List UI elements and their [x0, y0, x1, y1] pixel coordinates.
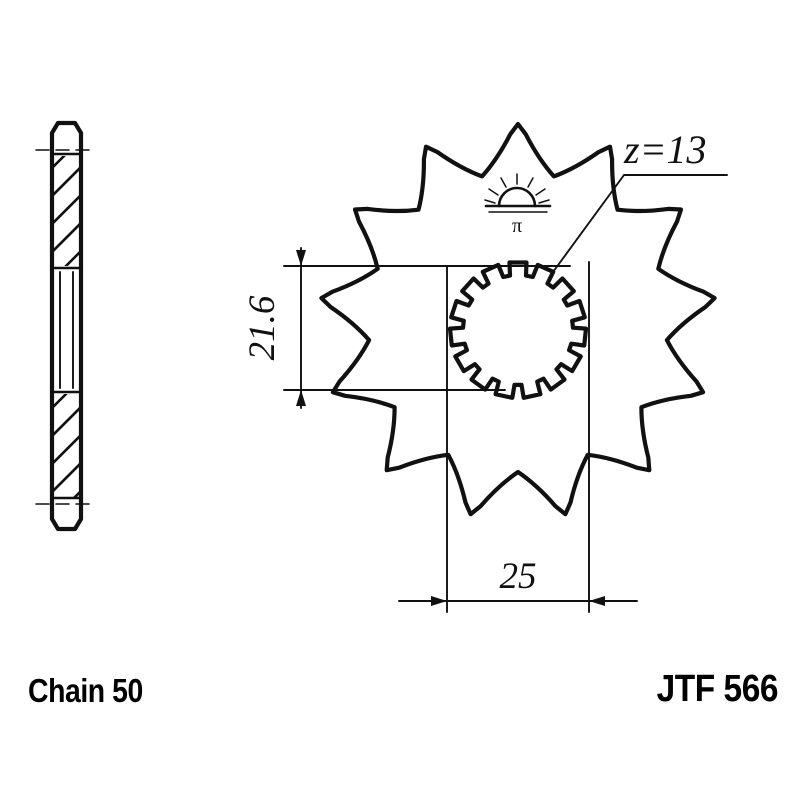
section-outline: [49, 120, 84, 532]
sprocket-front-view: [319, 121, 717, 517]
dimension-25-text: 25: [500, 556, 537, 597]
arrowhead-up: [296, 250, 306, 266]
dimension-21-6: 21.6: [242, 247, 571, 409]
part-number-label: JTF 566: [656, 668, 779, 710]
sprocket-outline: [319, 121, 717, 517]
surface-symbol-glyph: π: [512, 215, 522, 237]
dimension-25: 25: [398, 261, 638, 613]
tooth-count-annotation: z=13: [552, 127, 728, 273]
section-hatch-upper: [52, 156, 81, 266]
arrowhead-down: [296, 390, 306, 406]
dimension-21-6-text: 21.6: [242, 295, 283, 360]
arrowhead-left: [589, 596, 605, 606]
side-section-view: [35, 120, 97, 532]
section-hatch-lower: [52, 394, 81, 498]
chain-size-label: Chain 50: [28, 672, 143, 709]
tooth-count-text: z=13: [623, 127, 707, 172]
sunburst-dome: [497, 186, 537, 208]
spline-bore-outline: [447, 260, 589, 400]
surface-finish-symbol: π: [484, 173, 552, 237]
arrowhead-right: [431, 596, 447, 606]
sunburst-rays: [484, 173, 550, 204]
leader-line-z13: [552, 174, 728, 273]
